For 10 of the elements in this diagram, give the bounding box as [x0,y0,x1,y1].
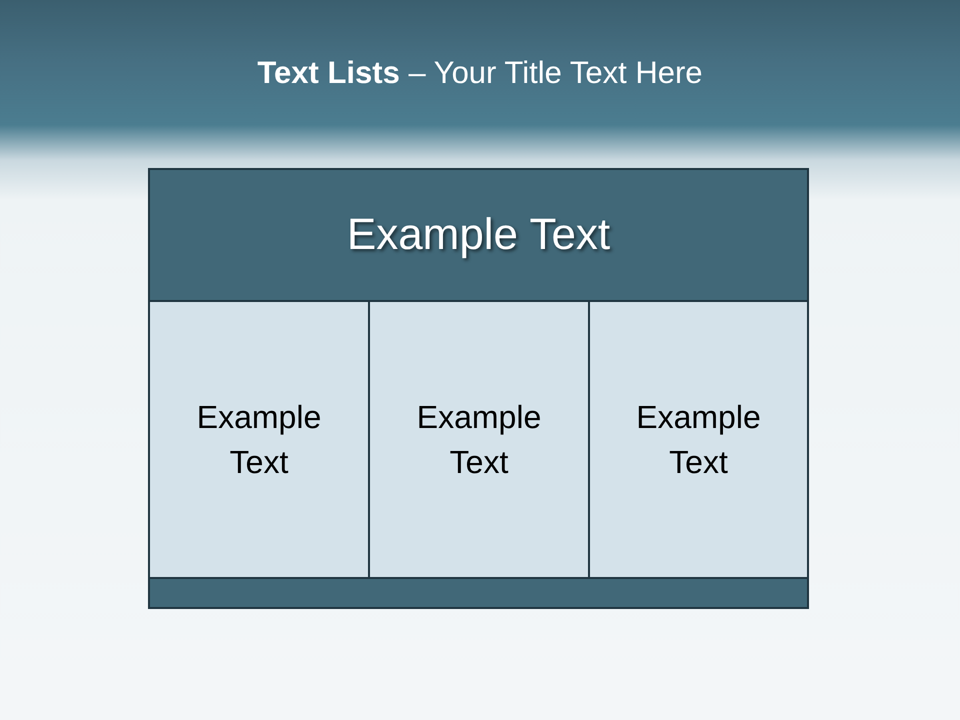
header-panel [148,168,809,302]
column-panel [368,300,590,579]
column-panel [588,300,809,579]
slide-title: Text Lists – Your Title Text Here [257,55,703,91]
column-text: Example Text [196,398,322,482]
footer-bar [148,577,809,609]
column-panel [148,300,370,579]
column-text: Example Text [635,398,762,482]
header-text: Example Text [346,209,610,261]
column-text: Example Text [416,398,542,482]
